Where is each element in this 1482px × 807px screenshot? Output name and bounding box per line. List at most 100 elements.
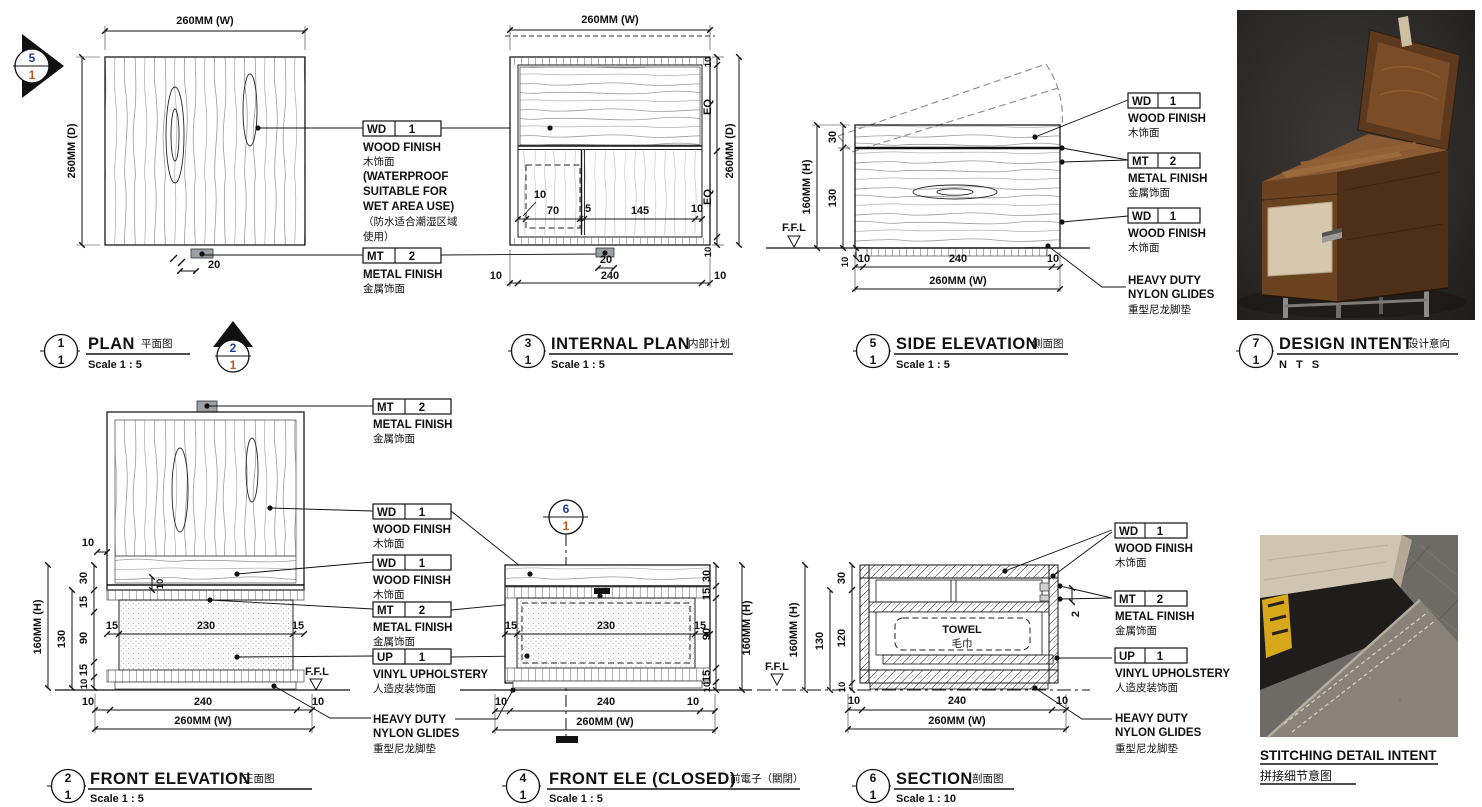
plan-dim-20: 20: [208, 259, 220, 271]
internal-dim-5: 5: [585, 203, 591, 215]
side-dim-10-l: 10: [858, 253, 870, 265]
title-en: SIDE ELEVATION: [896, 335, 1038, 353]
title-den: 1: [1253, 353, 1260, 367]
glides-label-2: NYLON GLIDES: [1128, 289, 1215, 301]
wd-code: WD: [1132, 96, 1151, 108]
section-dim-260: 260MM (W): [928, 715, 986, 727]
internal-dim-10-bl: 10: [490, 270, 502, 282]
title-num: 3: [525, 336, 532, 350]
internal-dim-70: 70: [547, 205, 559, 217]
wd-label-zh: 木饰面: [1128, 126, 1160, 139]
title-den: 1: [520, 788, 527, 802]
section-ffl-label: F.F.L: [765, 661, 789, 673]
mt-label-en: METAL FINISH: [1128, 173, 1207, 185]
wd-label-zh: 木饰面: [1115, 556, 1147, 569]
wd-num: 1: [1170, 96, 1177, 108]
glides-label-zh: 重型尼龙脚垫: [373, 742, 436, 755]
mt-code: MT: [1132, 156, 1149, 168]
title-scale: Scale 1 : 5: [551, 359, 605, 371]
drawer-front: [1267, 201, 1333, 277]
title-scale: Scale 1 : 5: [549, 793, 603, 805]
glides-label-2: NYLON GLIDES: [373, 728, 460, 740]
title-den: 1: [870, 788, 877, 802]
mt-label-zh: 金属饰面: [363, 282, 405, 295]
front-dim-15b: 15: [78, 664, 90, 676]
title-num: 7: [1253, 336, 1260, 350]
wd-wet-3: WET AREA USE): [363, 201, 454, 213]
title-en: PLAN: [88, 335, 135, 353]
front-dim-10-l: 10: [82, 696, 94, 708]
design-intent-title: 7 1 DESIGN INTENT 设计意向 N T S: [1236, 333, 1458, 371]
side-dim-260: 260MM (W): [929, 275, 987, 287]
section-dim-2: 2: [1070, 611, 1082, 617]
title-zh: 平面图: [141, 338, 173, 350]
internal-dim-240: 240: [601, 270, 619, 282]
front-dim-10-top: 10: [82, 537, 94, 549]
internal-dim-10-right: 10: [691, 203, 703, 215]
title-zh: 前電子（關閉）: [730, 772, 804, 785]
mt-label-en: METAL FINISH: [363, 269, 442, 281]
mt-label-zh: 金属饰面: [1128, 186, 1170, 199]
closed-dim-10: 10: [702, 682, 713, 693]
front-dim-10-bot: 10: [79, 679, 90, 690]
section-dim-120: 120: [836, 629, 848, 647]
up-label-zh: 人造皮装饰面: [373, 682, 436, 695]
internal-dim-20: 20: [600, 254, 612, 266]
internal-dim-10-bot: 10: [703, 247, 714, 258]
glides-label-zh: 重型尼龙脚垫: [1128, 303, 1191, 316]
internal-dim-10-leader: 10: [534, 189, 546, 201]
internal-plan-title: 3 1 INTERNAL PLAN 内部计划 Scale 1 : 5: [508, 333, 733, 371]
wd-label-en: WOOD FINISH: [1128, 228, 1206, 240]
up-label-en: VINYL UPHOLSTERY: [1115, 668, 1230, 680]
wd-label-en: WOOD FINISH: [1128, 113, 1206, 125]
front-ele-closed-view: 6 1 15 230 15 30 15 90 15 10 160MM (H) 1…: [460, 499, 753, 743]
wd-label-en: WOOD FINISH: [373, 524, 451, 536]
side-dim-240: 240: [949, 253, 967, 265]
mt-code: MT: [1119, 594, 1136, 606]
plan-title: 1 1 PLAN 平面图 Scale 1 : 5: [40, 333, 190, 371]
internal-dim-eq1: EQ: [702, 99, 714, 115]
title-scale: Scale 1 : 5: [90, 793, 144, 805]
wd-wet-4: （防水适合潮湿区域: [363, 215, 458, 228]
title-den: 1: [870, 353, 877, 367]
side-dim-130: 130: [827, 189, 839, 207]
up-code: UP: [377, 652, 393, 664]
mt-num: 2: [419, 605, 425, 617]
closed-dim-15a: 15: [701, 588, 713, 600]
title-den: 1: [58, 353, 65, 367]
wd-code: WD: [1132, 211, 1151, 223]
wd-num: 1: [1170, 211, 1177, 223]
side-elevation-view: F.F.L 160MM (H) 30 130 10 10 240 10 260M…: [766, 63, 1129, 293]
wd-num: 1: [419, 507, 426, 519]
front-dim-height: 160MM (H): [32, 599, 44, 654]
title-zh: 侧面图: [1032, 337, 1064, 350]
closed-dim-240: 240: [597, 696, 615, 708]
section-dim-10-l: 10: [848, 695, 860, 707]
marker-6-top: 6: [563, 502, 570, 516]
internal-dim-145: 145: [631, 205, 649, 217]
title-scale: Scale 1 : 5: [88, 359, 142, 371]
closed-dim-260: 260MM (W): [576, 716, 634, 728]
section-dim-10-base: 10: [837, 682, 848, 693]
internal-dim-eq2: EQ: [702, 189, 714, 205]
closed-dim-15b: 15: [701, 670, 713, 682]
glides-label-1: HEAVY DUTY: [1115, 713, 1188, 725]
design-intent-photo: [1237, 10, 1475, 320]
front-ele-closed-title: 4 1 FRONT ELE (CLOSED) 前電子（關閉） Scale 1 :…: [502, 768, 804, 805]
section-dim-30: 30: [836, 572, 848, 584]
plan-view: 260MM (W) 260MM (D) 20: [66, 15, 363, 275]
marker-5-top: 5: [29, 51, 36, 65]
front-dim-130: 130: [56, 630, 68, 648]
up-label-zh: 人造皮装饰面: [1115, 681, 1178, 694]
front-dim-15r: 15: [292, 620, 304, 632]
mt-num: 2: [1170, 156, 1176, 168]
title-den: 1: [65, 788, 72, 802]
internal-dim-10-top: 10: [703, 57, 714, 68]
section-towel-en: TOWEL: [942, 624, 982, 636]
section-towel-zh: 毛巾: [952, 637, 973, 650]
closed-dim-10-l: 10: [495, 696, 507, 708]
closed-dim-15l: 15: [505, 620, 517, 632]
section-view: TOWEL 毛巾 F.F.L 160MM (H) 130 30 120 10 2…: [757, 529, 1113, 733]
title-num: 5: [870, 336, 877, 350]
